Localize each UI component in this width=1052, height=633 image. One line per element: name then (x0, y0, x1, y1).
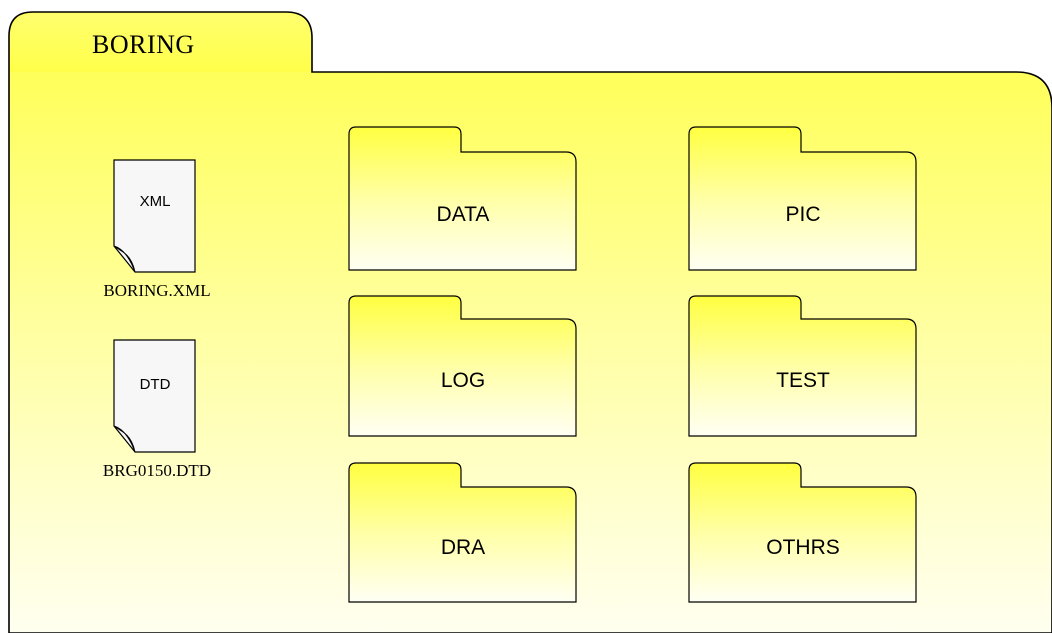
file-type-label-xml: XML (139, 193, 171, 210)
file-type-label-dtd: DTD (139, 376, 171, 393)
folder-icon-data (348, 126, 577, 271)
folder-icon-othrs (688, 462, 917, 603)
file-icon-xml (113, 159, 196, 273)
file-icon-dtd (113, 339, 196, 453)
folder-label-pic: PIC (785, 203, 821, 226)
folder-icon-pic (688, 126, 917, 271)
container-title: BORING (92, 30, 195, 59)
folder-icon-dra (348, 462, 577, 603)
folder-label-test: TEST (776, 369, 830, 392)
file-name-boring-xml: BORING.XML (103, 281, 211, 300)
folder-label-othrs: OTHRS (766, 536, 840, 559)
folder-icon-log (348, 295, 577, 437)
folder-label-dra: DRA (440, 536, 486, 559)
folder-icon-test (688, 295, 917, 437)
file-name-brg0150-dtd: BRG0150.DTD (102, 461, 212, 480)
container-folder-tab-shade (10, 13, 311, 72)
folder-label-log: LOG (440, 369, 486, 392)
folder-label-data: DATA (436, 203, 490, 226)
